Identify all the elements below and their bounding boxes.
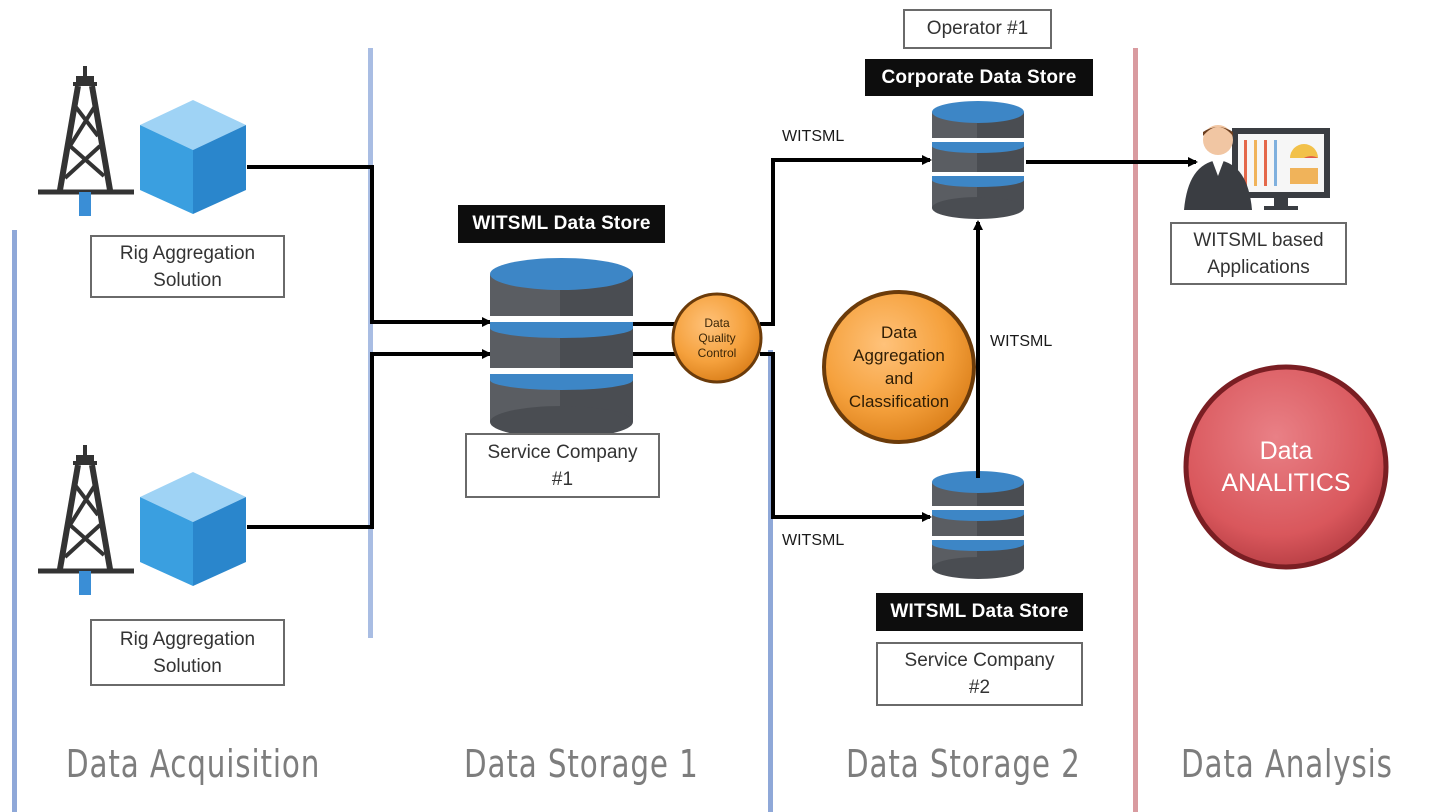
database-cylinder-icon: [490, 258, 633, 438]
section-title-analysis: Data Analysis: [1181, 742, 1393, 786]
section-title-storage2: Data Storage 2: [846, 742, 1081, 786]
service-company-1-line1: Service Company: [487, 441, 638, 463]
operator-box: Operator #1: [903, 9, 1052, 49]
oil-derrick-icon: [38, 66, 134, 216]
applications-box: WITSML based Applications: [1170, 222, 1347, 285]
service-company-2-box: Service Company #2: [876, 642, 1083, 706]
section-title-acquisition: Data Acquisition: [66, 742, 321, 786]
divider-acquisition-storage1: [368, 48, 373, 638]
operator-label: Operator #1: [926, 18, 1029, 39]
analytics-circle: [1183, 364, 1389, 570]
left-edge-divider: [12, 230, 17, 812]
rig-data-cube-icon: [140, 472, 246, 586]
divider-storage2-analysis: [1133, 48, 1138, 812]
connector-rig2-storage1: [247, 349, 492, 529]
quality-control-circle: [671, 292, 763, 384]
connector-qc-to-service2: [760, 352, 932, 522]
edge-label-to-service2: WITSML: [782, 532, 845, 549]
corporate-data-store-label: Corporate Data Store: [865, 59, 1093, 96]
connector-rig1-storage1: [247, 165, 492, 327]
witsml-data-store-label: WITSML Data Store: [458, 205, 665, 243]
service-company-1-line2: #1: [551, 468, 574, 490]
service-company-2-line2: #2: [968, 677, 991, 698]
rig-data-cube-icon: [140, 100, 246, 214]
rig-label-box: Rig Aggregation Solution: [90, 235, 285, 298]
edge-label-service2-to-corporate: WITSML: [990, 333, 1053, 350]
rig-label-line2: Solution: [153, 269, 222, 291]
rig-label-box: Rig Aggregation Solution: [90, 619, 285, 686]
service-company-2-line1: Service Company: [904, 650, 1055, 671]
oil-derrick-icon: [38, 445, 134, 595]
user-at-monitor-icon: [1184, 125, 1330, 210]
divider-storage1-storage2: [768, 350, 773, 812]
service-company-1-box: Service Company #1: [465, 433, 660, 498]
rig-label-line1: Rig Aggregation: [119, 242, 256, 264]
connector-qc-to-corporate: [760, 155, 932, 326]
rig-label-line2: Solution: [153, 655, 222, 677]
edge-label-to-corporate: WITSML: [782, 128, 845, 145]
rig-label-line1: Rig Aggregation: [119, 628, 256, 650]
database-cylinder-icon: [932, 101, 1024, 219]
database-cylinder-icon: [932, 471, 1024, 579]
witsml-data-store-2-label: WITSML Data Store: [876, 593, 1083, 631]
section-title-storage1: Data Storage 1: [464, 742, 699, 786]
applications-line2: Applications: [1207, 256, 1310, 278]
applications-line1: WITSML based: [1193, 229, 1324, 251]
aggregation-circle: [822, 290, 976, 444]
